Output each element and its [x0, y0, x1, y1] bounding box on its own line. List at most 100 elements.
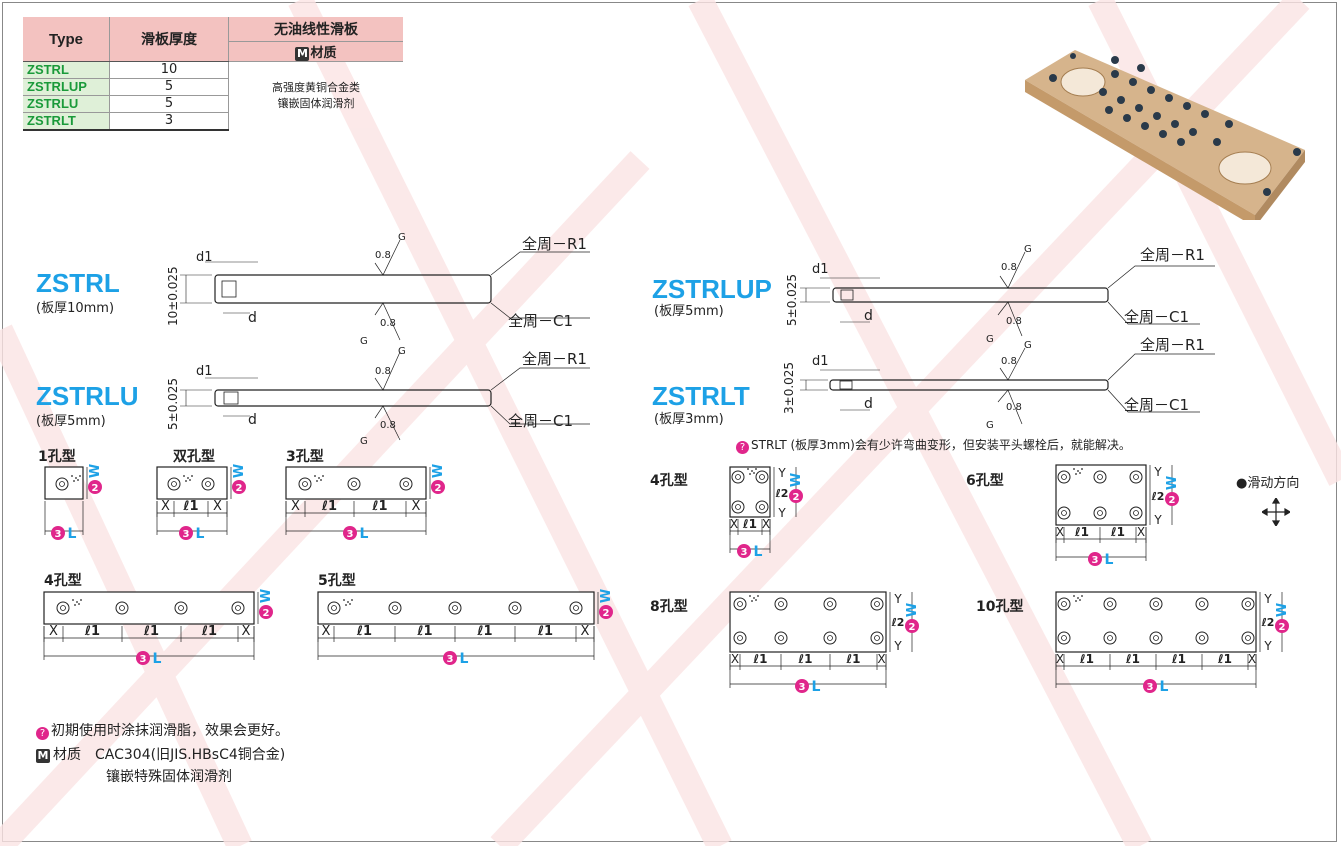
number-badge-text: 3	[183, 529, 190, 540]
segment-label: ℓ1	[356, 624, 372, 639]
slide-direction-icon	[1262, 498, 1290, 526]
segment-label: ℓ1	[1110, 525, 1125, 539]
hole-icon	[388, 601, 402, 615]
number-badge-text: 2	[435, 483, 442, 494]
hole-inner-icon	[403, 481, 409, 487]
lubricant-dot	[1075, 600, 1077, 602]
hole-icon	[569, 601, 583, 615]
number-badge	[1143, 679, 1157, 693]
hole-inner-icon	[827, 601, 833, 607]
segment-label: X	[731, 652, 739, 666]
lubricant-dot	[183, 475, 185, 477]
lubricant-dot	[314, 475, 316, 477]
label-roughness: 0.8	[375, 250, 391, 261]
hole-inner-icon	[1061, 510, 1067, 516]
caution-icon: ?	[736, 441, 749, 454]
label-d1: d1	[812, 262, 829, 277]
number-badge-text: 3	[1147, 682, 1154, 693]
number-badge	[789, 489, 803, 503]
lubricant-dot	[80, 599, 82, 601]
lubricant-dot	[316, 480, 318, 482]
number-badge	[136, 651, 150, 665]
number-badge-text: 2	[603, 608, 610, 619]
dim-letter: L	[1105, 552, 1114, 568]
dim-letter: W	[599, 589, 614, 603]
lubricant-dot	[345, 604, 347, 606]
bottom-note-text: 初期使用时涂抹润滑脂，效果会更好。	[51, 723, 289, 739]
hole-inner-icon	[331, 605, 337, 611]
number-badge	[1088, 552, 1102, 566]
hole-icon	[1149, 597, 1163, 611]
hole-icon	[1093, 470, 1107, 484]
number-badge	[259, 605, 273, 619]
hole-type-1: 1孔型	[38, 449, 76, 465]
model-zstrlu-thickness: (板厚5mm)	[36, 414, 106, 429]
lubricant-dot	[71, 475, 73, 477]
lubricant-dot	[753, 597, 755, 599]
material-m-icon: M	[295, 47, 310, 61]
hole-icon	[1057, 597, 1071, 611]
number-badge-text: 3	[741, 547, 748, 558]
lubricant-dot	[1073, 595, 1075, 597]
segment-label: ℓ1	[1074, 525, 1089, 539]
lubricant-dot	[191, 475, 193, 477]
lubricant-dot	[320, 479, 322, 481]
hole-icon	[298, 477, 312, 491]
y-label: Y	[777, 466, 786, 480]
hole-icon	[201, 477, 215, 491]
segment-label: X	[412, 499, 421, 514]
y-label: Y	[1153, 513, 1162, 527]
lubricant-dot	[74, 604, 76, 606]
hole-icon	[731, 500, 745, 514]
hole-icon	[347, 477, 361, 491]
hole-icon	[1057, 470, 1071, 484]
number-badge-text: 3	[140, 654, 147, 665]
segment-label: ℓ1	[321, 499, 337, 514]
lubricant-dot	[73, 480, 75, 482]
hole-inner-icon	[1061, 474, 1067, 480]
hole-icon	[733, 597, 747, 611]
hole-inner-icon	[171, 481, 177, 487]
label-c1: 全周－C1	[1124, 396, 1190, 414]
hole-inner-icon	[1107, 601, 1113, 607]
profile-zstrlt	[800, 347, 1215, 425]
segment-label: ℓ1	[143, 624, 159, 639]
hole-icon	[1057, 631, 1071, 645]
number-badge-text: 2	[1279, 622, 1286, 633]
hole-inner-icon	[874, 601, 880, 607]
hole-type-6: 6孔型	[966, 473, 1004, 489]
lubricant-dot	[1079, 599, 1081, 601]
material-line2: 镶嵌固体润滑剂	[277, 97, 355, 110]
hole-type-4: 4孔型	[44, 573, 82, 589]
hole-icon	[1103, 597, 1117, 611]
segment-label: ℓ1	[371, 499, 387, 514]
segment-label: ℓ1	[845, 652, 860, 666]
hole-inner-icon	[302, 481, 308, 487]
hole-icon	[1103, 631, 1117, 645]
segment-label: ℓ1	[1079, 652, 1094, 666]
segment-label: X	[1137, 525, 1145, 539]
dim-letter: W	[1165, 476, 1180, 490]
segment-label: X	[213, 499, 222, 514]
model-zstrlup-thickness: (板厚5mm)	[654, 304, 724, 319]
lubricant-dot	[1077, 470, 1079, 472]
label-g: G	[986, 420, 994, 431]
dim-letter: W	[1275, 603, 1290, 617]
number-badge-text: 2	[263, 608, 270, 619]
dim-letter: L	[754, 544, 763, 560]
lubricant-dot	[187, 477, 189, 479]
table-thickness-cell: 3	[109, 112, 229, 131]
l2-label: ℓ2	[1151, 490, 1165, 503]
segment-label: ℓ1	[752, 652, 767, 666]
hole-inner-icon	[735, 504, 741, 510]
hole-inner-icon	[737, 635, 743, 641]
hole-inner-icon	[1107, 635, 1113, 641]
number-badge-text: 3	[55, 529, 62, 540]
hole-inner-icon	[1245, 601, 1251, 607]
lubricant-dot	[753, 472, 755, 474]
hole-inner-icon	[737, 601, 743, 607]
segment-label: ℓ1	[476, 624, 492, 639]
hole-inner-icon	[759, 474, 765, 480]
